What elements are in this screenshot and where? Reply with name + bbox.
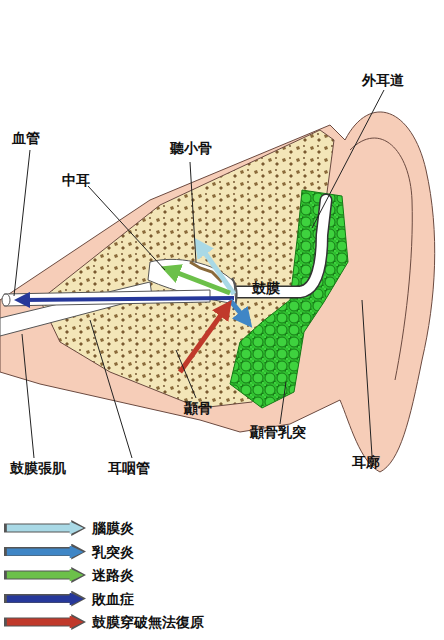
legend-text: 乳突炎 bbox=[92, 543, 134, 561]
part-label: 中耳 bbox=[62, 172, 90, 188]
legend-swatch bbox=[6, 545, 83, 558]
legend-swatch bbox=[6, 592, 83, 605]
part-label: 顳骨乳突 bbox=[250, 424, 306, 440]
part-label: 顳骨 bbox=[184, 400, 212, 416]
part-label: 外耳道 bbox=[362, 72, 404, 88]
part-label: 鼓膜 bbox=[252, 280, 280, 296]
part-label: 耳咽管 bbox=[108, 460, 150, 476]
legend-swatch bbox=[6, 616, 83, 629]
legend-text: 鼓膜穿破無法復原 bbox=[92, 613, 204, 631]
legend-text: 迷路炎 bbox=[92, 566, 134, 584]
legend-swatch bbox=[6, 522, 83, 535]
part-label: 耳廓 bbox=[352, 454, 380, 470]
legend-text: 腦膜炎 bbox=[92, 519, 134, 537]
legend-swatch bbox=[6, 569, 83, 582]
part-label: 血管 bbox=[12, 130, 40, 146]
legend-text: 敗血症 bbox=[92, 590, 134, 608]
part-label: 聽小骨 bbox=[170, 140, 212, 156]
part-label: 鼓膜張肌 bbox=[10, 460, 66, 476]
